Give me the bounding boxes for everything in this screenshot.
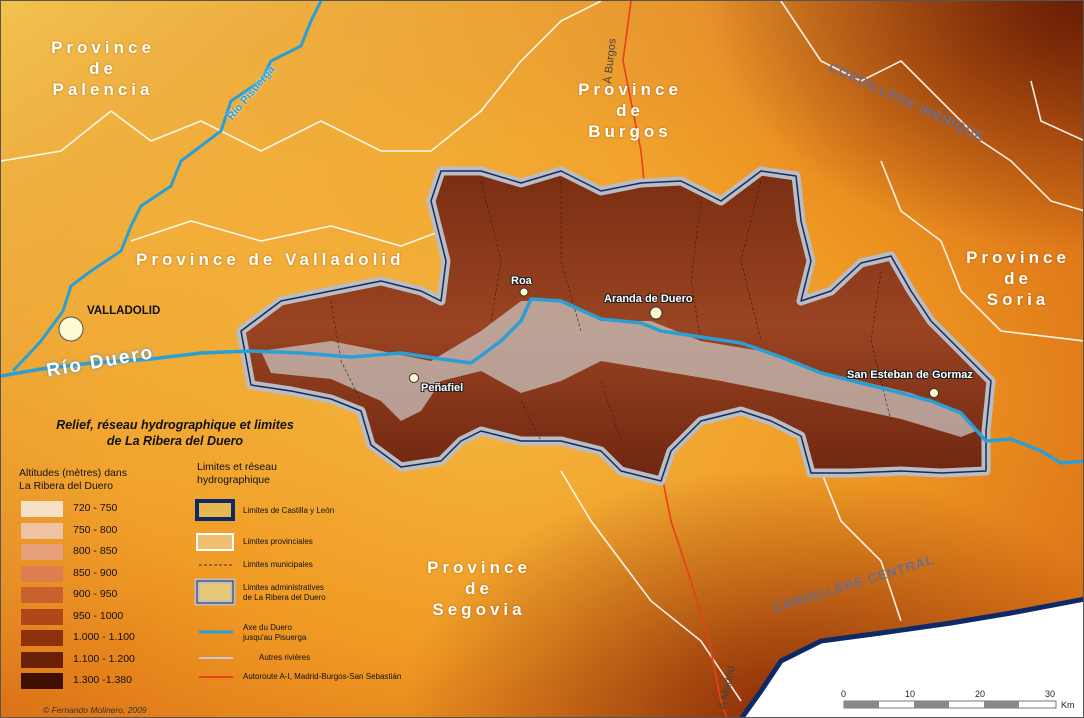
city-valladolid-label: VALLADOLID xyxy=(87,305,161,317)
province-burgos-line1: Province xyxy=(578,80,682,99)
legend-label-castilla-text: Limites de Castilla y León xyxy=(243,506,335,515)
scale-tick-10: 10 xyxy=(905,689,916,699)
altitude-swatch xyxy=(21,565,63,582)
duero-valley-floor xyxy=(261,301,976,437)
city-roa-label: Roa xyxy=(511,275,532,287)
legend-label-provincial-text: Limites provinciales xyxy=(243,537,313,546)
altitude-label: 1.100 - 1.200 xyxy=(73,652,135,665)
province-burgos-line2: de xyxy=(616,101,644,120)
province-soria-line3: Soria xyxy=(986,290,1050,309)
outside-region xyxy=(742,599,1083,717)
river-duero xyxy=(1,297,1083,465)
altitude-swatch xyxy=(21,673,63,689)
scale-bar xyxy=(843,700,1057,709)
province-segovia-line2: de xyxy=(465,579,493,598)
legend-symbol-provincial xyxy=(196,533,234,551)
legend-title: Relief, réseau hydrographique et limites… xyxy=(15,417,335,449)
province-segovia-line1: Province xyxy=(427,558,531,577)
altitude-label: 750 - 800 xyxy=(73,523,118,536)
legend-symbol-ribera-outline xyxy=(196,580,234,604)
legend-label-municipal: Limites municipales xyxy=(243,560,313,570)
city-penafiel-label: Peñafiel xyxy=(421,382,464,394)
river-pisuerga xyxy=(11,1,323,373)
province-soria-line2: de xyxy=(1004,269,1032,288)
legend-label-rivers: Autres rivières xyxy=(259,653,310,663)
legend-label-ribera: Limites administratives de La Ribera del… xyxy=(243,583,326,603)
city-san-esteban-label: San Esteban de Gormaz xyxy=(847,369,973,381)
legend-altitude-heading-line2: La Ribera del Duero xyxy=(19,480,113,492)
legend-label-highway: Autoroute A-I, Madrid-Burgos-San Sebasti… xyxy=(243,672,401,682)
legend-altitude-heading-line1: Altitudes (mètres) dans xyxy=(19,467,127,479)
municipal-limits xyxy=(330,180,892,442)
altitude-swatch xyxy=(21,651,63,668)
province-valladolid-label: Province de Valladolid xyxy=(136,250,405,269)
province-soria-line1: Province xyxy=(966,248,1070,267)
castilla-border-line xyxy=(739,596,1083,717)
legend-limits-heading-line2: hydrographique xyxy=(197,474,270,486)
scale-unit: Km xyxy=(1061,700,1075,710)
altitude-swatch xyxy=(21,501,63,517)
province-segovia-label: Province de Segovia xyxy=(415,557,543,620)
altitude-label: 1.300 -1.380 xyxy=(73,674,132,686)
province-soria-label: Province de Soria xyxy=(959,247,1077,310)
altitude-swatch xyxy=(21,630,63,646)
legend-symbol-ribera xyxy=(194,578,236,606)
altitude-label: 720 - 750 xyxy=(73,502,118,514)
city-marker-roa[interactable] xyxy=(519,287,529,297)
altitude-label: 850 - 900 xyxy=(73,566,118,579)
city-marker-valladolid[interactable] xyxy=(58,316,84,342)
province-palencia-line1: Province xyxy=(51,38,155,57)
city-marker-aranda[interactable] xyxy=(649,306,663,320)
province-palencia-label: Province de Palencia xyxy=(43,37,163,100)
scale-tick-20: 20 xyxy=(975,689,986,699)
province-palencia-line2: de xyxy=(89,59,117,78)
provincial-limits xyxy=(1,1,1083,702)
legend-label-castilla: Limites de Castilla y León xyxy=(243,506,334,516)
province-segovia-line3: Segovia xyxy=(432,600,526,619)
copyright: © Fernando Molinero, 2009 xyxy=(43,705,147,715)
legend-symbol-castilla xyxy=(195,499,235,521)
legend-label-duero-line1: Axe du Duero xyxy=(243,623,292,632)
legend-label-municipal-text: Limites municipales xyxy=(243,560,313,569)
legend-label-ribera-line1: Limites administratives xyxy=(243,583,324,592)
city-aranda-label: Aranda de Duero xyxy=(604,293,693,305)
altitude-label: 1.000 - 1.100 xyxy=(73,631,135,643)
altitude-swatch xyxy=(21,587,63,603)
legend-label-rivers-text: Autres rivières xyxy=(259,653,311,662)
legend-label-duero: Axe du Duero jusqu'au Pisuerga xyxy=(243,623,306,643)
altitude-swatch xyxy=(21,522,63,539)
scale-tick-30: 30 xyxy=(1045,689,1056,699)
city-marker-san-esteban[interactable] xyxy=(929,388,939,398)
ribera-outline xyxy=(240,170,992,482)
province-burgos-label: Province de Burgos xyxy=(566,79,694,142)
legend-label-duero-line2: jusqu'au Pisuerga xyxy=(243,633,307,642)
legend-limits-heading: Limites et réseau hydrographique xyxy=(197,461,277,487)
province-palencia-line3: Palencia xyxy=(52,80,154,99)
legend-label-ribera-line2: de La Ribera del Duero xyxy=(243,593,326,602)
altitude-label: 900 - 950 xyxy=(73,588,118,600)
legend-title-line2: de La Ribera del Duero xyxy=(106,434,244,448)
legend-label-provincial: Limites provinciales xyxy=(243,537,313,547)
altitude-label: 800 - 850 xyxy=(73,545,118,557)
scale-tick-0: 0 xyxy=(841,689,847,699)
altitude-swatch xyxy=(21,544,63,560)
legend-label-highway-text: Autoroute A-I, Madrid-Burgos-San Sebasti… xyxy=(243,672,402,681)
legend-limits-heading-line1: Limites et réseau xyxy=(197,461,277,473)
altitude-label: 950 - 1000 xyxy=(73,609,124,622)
city-marker-penafiel[interactable] xyxy=(409,373,419,383)
province-burgos-line3: Burgos xyxy=(588,122,672,141)
legend-title-line1: Relief, réseau hydrographique et limites xyxy=(56,418,294,432)
legend-altitude-heading: Altitudes (mètres) dans La Ribera del Du… xyxy=(19,467,127,493)
altitude-swatch xyxy=(21,608,63,625)
